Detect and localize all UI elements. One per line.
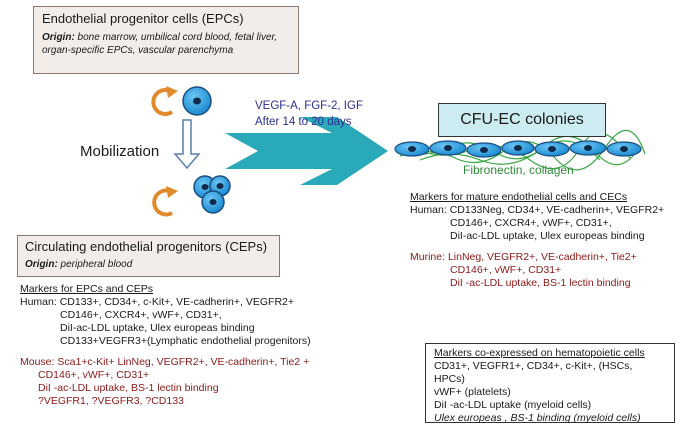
epc-title: Endothelial progenitor cells (EPCs) xyxy=(42,11,244,26)
epc-mouse-text1: Sca1+c-Kit+ LinNeg, VEGFR2+, VE-cadherin… xyxy=(57,356,310,368)
mature-human-line3: DiI-ac-LDL uptake, Ulex europeas binding xyxy=(450,230,645,242)
hema-line4: Ulex europeas , BS-1 binding (myeloid ce… xyxy=(434,412,641,424)
mobilization-label: Mobilization xyxy=(80,143,160,160)
epc-human-label: Human: xyxy=(20,296,57,308)
cell-cluster-icon xyxy=(193,175,231,214)
hema-line2: vWF+ (platelets) xyxy=(434,386,511,398)
cell-icon xyxy=(182,86,212,116)
epc-human-line2: CD146+, CXCR4+, vWF+, CD31+, xyxy=(60,309,222,321)
cycle-arrow-icon xyxy=(152,186,178,217)
epc-human-line4: CD133+VEGFR3+(Lymphatic endothelial prog… xyxy=(60,335,311,347)
mature-markers-heading: Markers for mature endothelial cells and… xyxy=(410,191,628,203)
growth-factors-label: VEGF-A, FGF-2, IGF After 14 to 20 days xyxy=(255,98,363,130)
mature-murine-line2: CD146+, vWF+, CD31+ xyxy=(450,264,562,276)
mature-human-line1: Human: CD133Neg, CD34+, VE-cadherin+, VE… xyxy=(410,204,682,217)
hema-heading: Markers co-expressed on hematopoietic ce… xyxy=(434,347,645,359)
hematopoietic-markers-box: Markers co-expressed on hematopoietic ce… xyxy=(425,343,675,424)
cycle-arrow-icon xyxy=(151,86,178,116)
mature-murine-line3: DiI -ac-LDL uptake, BS-1 lectin binding xyxy=(450,277,631,289)
epc-mouse-line4: ?VEGFR1, ?VEGFR3, ?CD133 xyxy=(38,395,184,407)
epc-origin: Origin: bone marrow, umbilical cord bloo… xyxy=(42,31,290,57)
epc-markers-heading: Markers for EPCs and CEPs xyxy=(20,283,154,295)
cfu-ec-colonies-box: CFU-EC colonies xyxy=(438,103,606,137)
mature-murine-line1: Murine: LinNeg, VEGFR2+, VE-cadherin+, T… xyxy=(410,251,682,264)
cep-origin-label: Origin: xyxy=(25,259,58,270)
epc-mouse-line1: Mouse: Sca1+c-Kit+ LinNeg, VEGFR2+, VE-c… xyxy=(20,356,420,369)
mature-murine-label: Murine: xyxy=(410,251,446,263)
cep-origin-box: Circulating endothelial progenitors (CEP… xyxy=(17,235,280,277)
epc-origin-text: bone marrow, umbilical cord blood, fetal… xyxy=(42,32,278,56)
mature-murine-text1: LinNeg, VEGFR2+, VE-cadherin+, Tie2+ xyxy=(447,251,637,263)
epc-origin-label: Origin: xyxy=(42,32,75,43)
fibronectin-label: Fibronectin, collagen xyxy=(463,163,574,177)
epc-mouse-line3: DiI -ac-LDL uptake, BS-1 lectin binding xyxy=(38,382,219,394)
growth-factors-line1: VEGF-A, FGF-2, IGF xyxy=(255,100,363,112)
growth-factors-line2: After 14 to 20 days xyxy=(255,116,352,128)
down-arrow-icon xyxy=(173,119,201,170)
cep-origin: Origin: peripheral blood xyxy=(25,258,272,271)
epc-mouse-line2: CD146+, vWF+, CD31+ xyxy=(38,369,150,381)
mature-markers-section: Markers for mature endothelial cells and… xyxy=(410,191,682,290)
epc-mouse-label: Mouse: xyxy=(20,356,55,368)
epc-human-text1: CD133+, CD34+, c-Kit+, VE-cadherin+, VEG… xyxy=(59,296,295,308)
epc-human-line1: Human: CD133+, CD34+, c-Kit+, VE-cadheri… xyxy=(20,296,420,309)
mature-human-text1: CD133Neg, CD34+, VE-cadherin+, VEGFR2+ xyxy=(449,204,665,216)
mature-human-line2: CD146+, CXCR4+, vWF+, CD31+, xyxy=(450,217,612,229)
hema-line3: DiI -ac-LDL uptake (myeloid cells) xyxy=(434,399,592,411)
cep-origin-text: peripheral blood xyxy=(57,259,133,270)
hema-line1: CD31+, VEGFR1+, CD34+, c-Kit+, (HSCs, HP… xyxy=(434,360,633,385)
cep-title: Circulating endothelial progenitors (CEP… xyxy=(25,239,268,254)
chevron-arrow-icon xyxy=(225,117,388,185)
epc-human-line3: DiI-ac-LDL uptake, Ulex europeas binding xyxy=(60,322,255,334)
epc-markers-section: Markers for EPCs and CEPs Human: CD133+,… xyxy=(20,283,420,408)
cell-colony-icon xyxy=(394,140,642,158)
mature-human-label: Human: xyxy=(410,204,447,216)
epc-origin-box: Endothelial progenitor cells (EPCs) Orig… xyxy=(33,6,299,74)
